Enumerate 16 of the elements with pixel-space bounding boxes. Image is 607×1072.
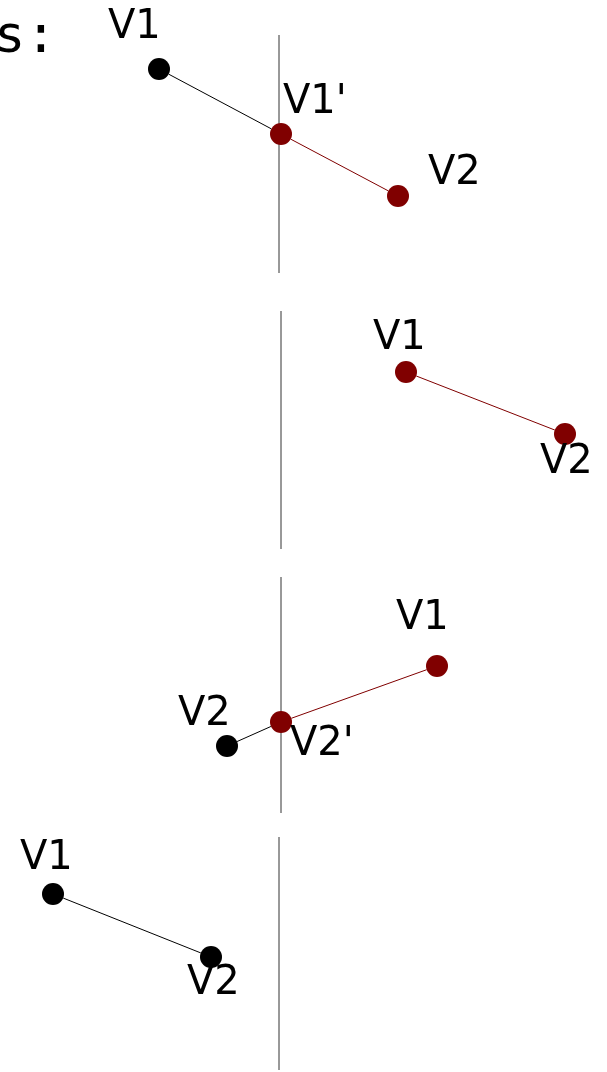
vertex-label: V2	[187, 960, 240, 1000]
vertex-label: V2	[540, 439, 593, 479]
line-segment	[236, 725, 272, 743]
vertex-label: V1'	[283, 79, 347, 119]
vertex-label: V1	[20, 835, 73, 875]
vertex-label: V2	[428, 150, 481, 190]
line-segment	[290, 138, 389, 192]
vertex-label: V1	[396, 595, 449, 635]
vertex-label: V2'	[290, 721, 354, 761]
vertex-label: V1	[373, 315, 426, 355]
line-segment	[62, 897, 202, 954]
line-segment	[290, 669, 428, 719]
line-segment	[415, 375, 556, 431]
vertex-label: V1	[108, 4, 161, 44]
line-segment	[168, 73, 272, 130]
vertex-label: V2	[178, 691, 231, 731]
